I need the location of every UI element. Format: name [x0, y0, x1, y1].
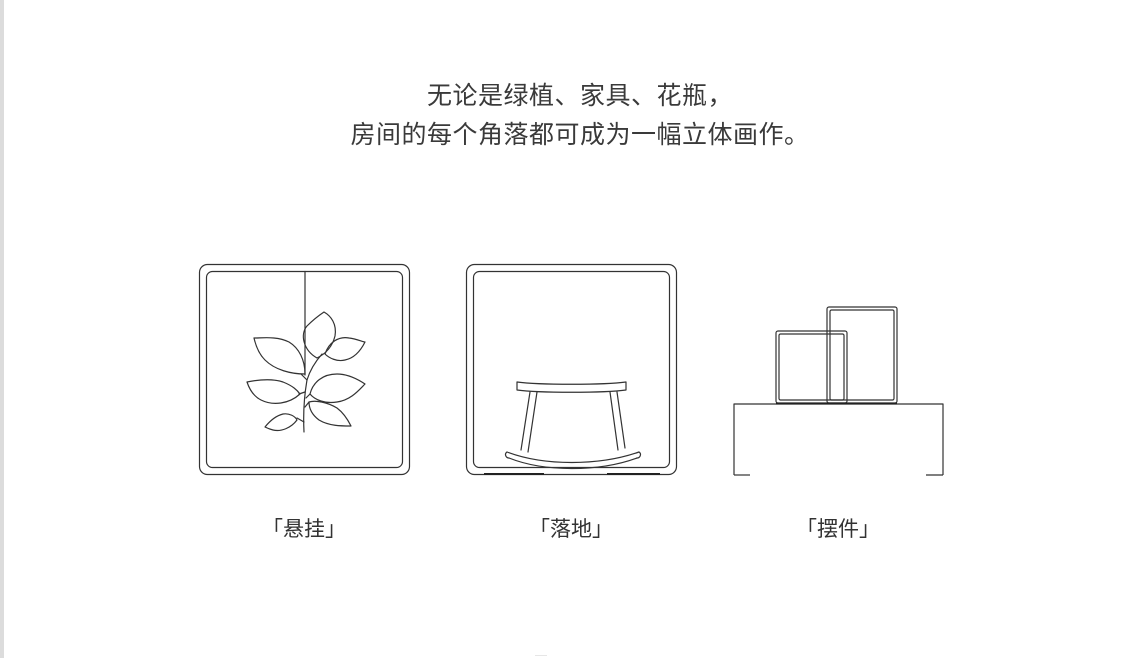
rocking-stool-frame-icon: [465, 263, 678, 476]
picture-frames-on-table-icon: [733, 306, 944, 476]
left-edge-divider: [0, 0, 4, 658]
caption-hanging: 「悬挂」: [262, 517, 346, 541]
figure-hanging: [197, 262, 413, 478]
figure-floor: [464, 262, 680, 478]
figure-ornament: [731, 262, 947, 478]
headline-line-1: 无论是绿植、家具、花瓶，: [426, 81, 733, 110]
headline: 无论是绿植、家具、花瓶， 房间的每个角落都可成为一幅立体画作。: [0, 76, 1142, 154]
caption-floor: 「落地」: [529, 517, 613, 541]
bottom-mark: [535, 655, 547, 656]
caption-ornament: 「摆件」: [796, 517, 880, 541]
headline-line-2: 房间的每个角落都可成为一幅立体画作。: [350, 120, 810, 149]
hanging-plant-frame-icon: [198, 263, 411, 476]
